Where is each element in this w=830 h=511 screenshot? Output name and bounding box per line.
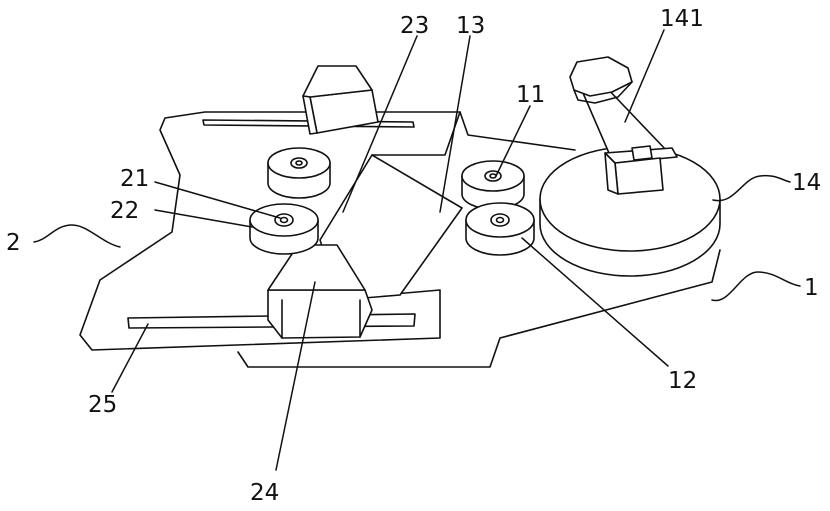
left-bottom-roller	[250, 204, 318, 254]
label-22: 22	[110, 198, 139, 224]
label-12: 12	[668, 368, 697, 394]
label-2: 2	[6, 230, 21, 256]
label-24: 24	[250, 480, 279, 506]
label-11: 11	[516, 82, 545, 108]
label-25: 25	[88, 392, 117, 418]
right-bottom-roller	[466, 203, 534, 255]
rear-cutter-block	[303, 66, 378, 134]
label-141: 141	[660, 6, 704, 32]
label-14: 14	[792, 170, 821, 196]
left-top-roller	[268, 148, 330, 198]
leader-14	[713, 176, 790, 201]
label-21: 21	[120, 166, 149, 192]
right-top-roller	[462, 161, 524, 209]
label-23: 23	[400, 13, 429, 39]
label-13: 13	[456, 13, 485, 39]
leader-2	[34, 225, 120, 247]
label-1: 1	[804, 275, 819, 301]
leader-1	[712, 272, 800, 301]
